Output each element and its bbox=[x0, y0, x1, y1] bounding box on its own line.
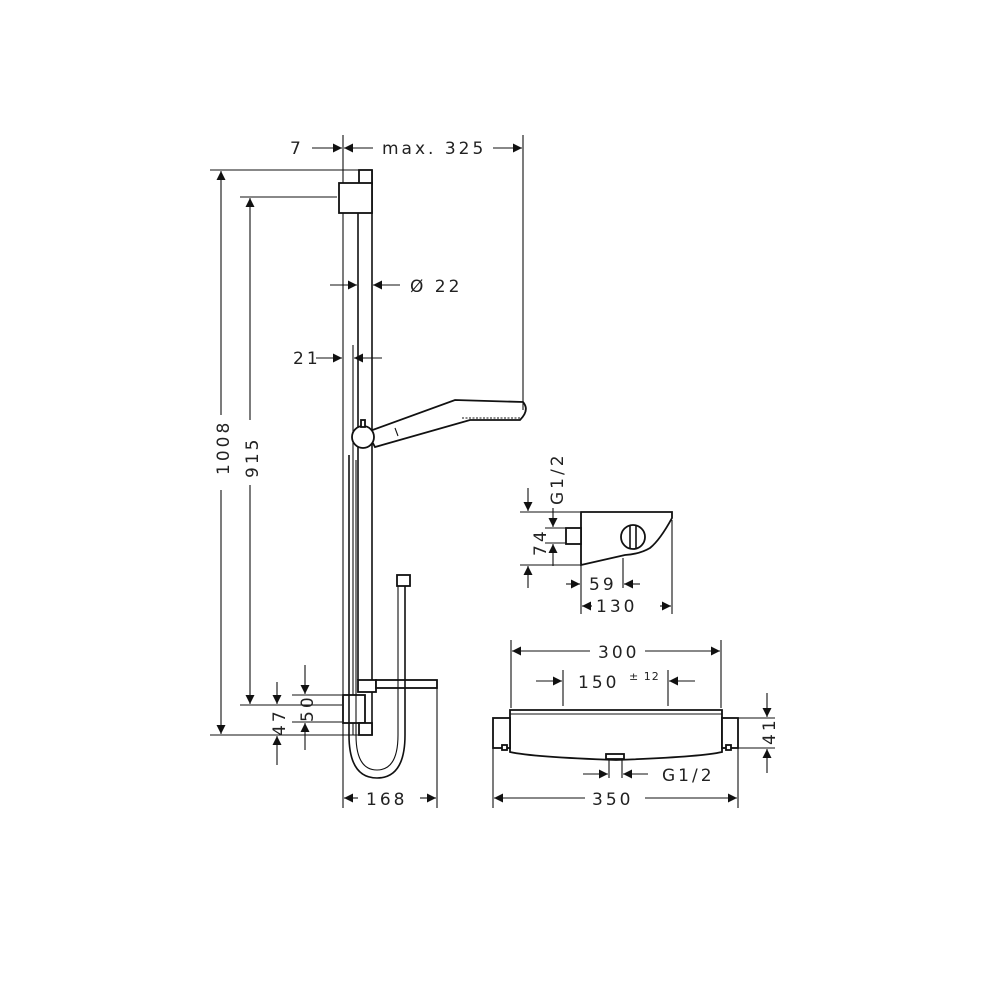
dim-outlet-offset: 59 bbox=[589, 575, 617, 595]
dim-center-tolerance: ± 12 bbox=[629, 670, 660, 683]
dim-lower-bracket-height: 50 bbox=[298, 694, 318, 722]
shelf bbox=[375, 679, 438, 689]
dim-thermostat-height: 74 bbox=[531, 528, 551, 556]
dim-rail-diameter: Ø 22 bbox=[410, 277, 462, 297]
right-inlet bbox=[721, 717, 739, 749]
thermostat-front-body bbox=[509, 709, 723, 761]
dim-center-distance: 150 bbox=[578, 673, 619, 693]
shower-rail-set: 7 max. 325 Ø 22 21 1008 915 50 47 168 bbox=[210, 135, 527, 810]
dim-outlet-connection: G1/2 bbox=[662, 766, 715, 786]
shower-hose bbox=[348, 455, 406, 779]
dim-bracket-spacing: 915 bbox=[243, 437, 263, 478]
dim-total-width: 350 bbox=[592, 790, 633, 810]
slider-knob bbox=[351, 425, 375, 449]
dim-side-connection: G1/2 bbox=[548, 452, 568, 505]
dim-inlet-spacing: 300 bbox=[598, 643, 639, 663]
left-inlet bbox=[492, 717, 511, 749]
dim-lower-bracket-offset: 47 bbox=[270, 708, 290, 736]
dim-total-height: 1008 bbox=[214, 420, 234, 475]
dim-wall-offset: 7 bbox=[290, 139, 304, 159]
dim-rail-clearance: 21 bbox=[293, 349, 321, 369]
thermostat-knob bbox=[620, 524, 646, 550]
upper-wall-bracket bbox=[338, 182, 373, 214]
dim-shelf-depth: 168 bbox=[366, 790, 407, 810]
lower-wall-bracket bbox=[342, 694, 366, 724]
thermostat-side-view: 74 G1/2 59 130 bbox=[520, 452, 673, 617]
dim-front-height: 41 bbox=[760, 717, 780, 745]
dim-thermostat-depth: 130 bbox=[596, 597, 637, 617]
side-inlet bbox=[565, 527, 582, 545]
thermostat-front-view: 300 150 ± 12 41 G1/2 350 bbox=[492, 640, 780, 810]
hand-shower bbox=[365, 399, 527, 449]
shelf-holder bbox=[357, 679, 377, 693]
bottom-outlet bbox=[605, 753, 625, 760]
rail-bottom-cap bbox=[358, 722, 373, 736]
hose-connector bbox=[396, 574, 411, 587]
dim-max-reach: max. 325 bbox=[382, 139, 486, 159]
rail-top-cap bbox=[358, 169, 373, 185]
